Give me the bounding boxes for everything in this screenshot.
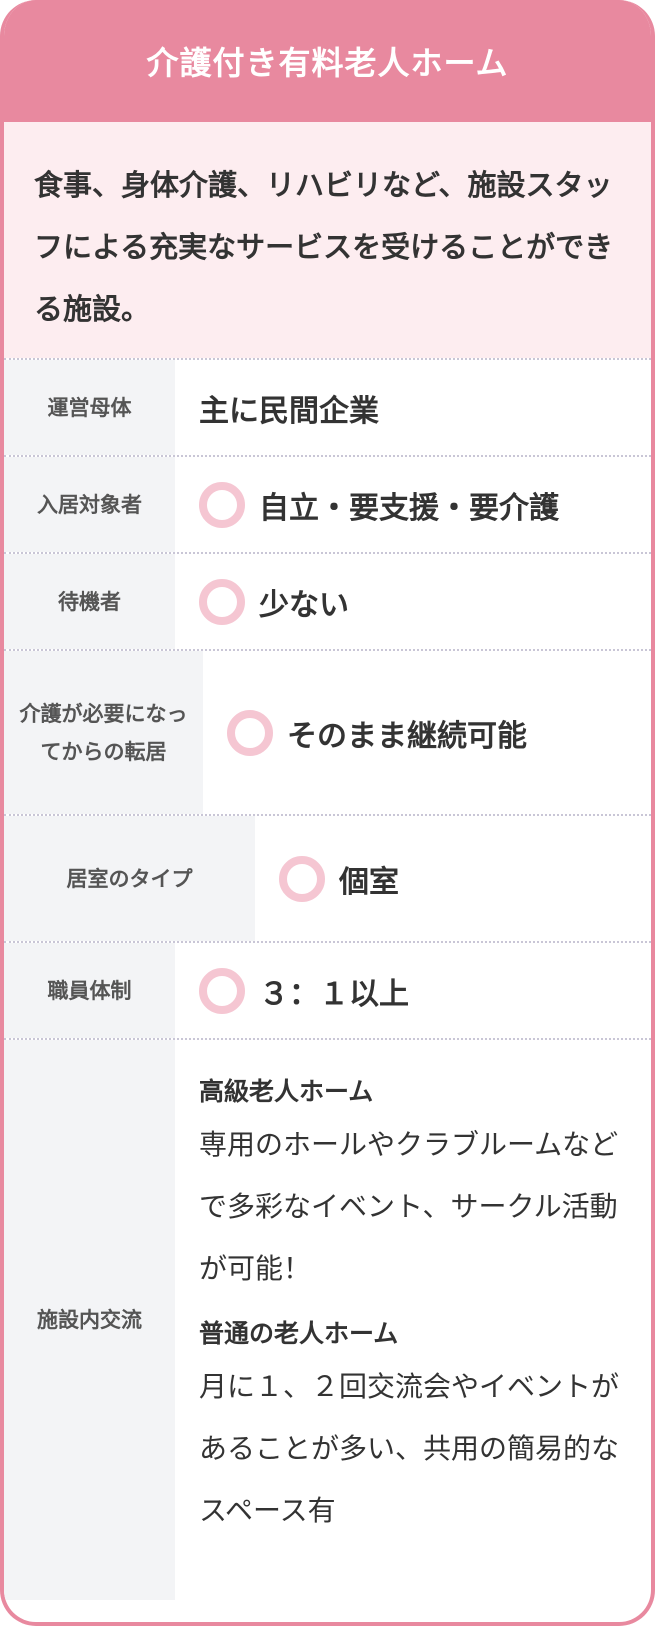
row-label: 介護が必要になってからの転居 — [4, 651, 203, 814]
value-text: そのまま継続可能 — [287, 718, 527, 754]
row-label: 運営母体 — [4, 360, 175, 455]
card-header: 介護付き有料老人ホーム — [4, 0, 651, 122]
row-relocation: 介護が必要になってからの転居 そのまま継続可能 — [4, 649, 651, 814]
row-value: そのまま継続可能 — [203, 651, 651, 814]
row-label: 職員体制 — [4, 943, 175, 1038]
value-text: 個室 — [339, 864, 399, 900]
row-value: 少ない — [175, 554, 651, 649]
row-room-type: 居室のタイプ 個室 — [4, 814, 651, 941]
row-value: 個室 — [255, 816, 651, 941]
facility-description: 食事、身体介護、リハビリなど、施設スタッフによる充実なサービスを受けることができ… — [4, 122, 651, 358]
row-community: 施設内交流 高級老人ホーム 専用のホールやクラブルームなどで多彩なイベント、サー… — [4, 1038, 651, 1600]
section-text: 月に１、２回交流会やイベントがあることが多い、共用の簡易的なスペース有 — [199, 1370, 620, 1527]
circle-ring-icon — [199, 967, 245, 1014]
row-value: 主に民間企業 — [175, 360, 651, 455]
row-value: 自立・要支援・要介護 — [175, 457, 651, 552]
section-text: 専用のホールやクラブルームなどで多彩なイベント、サークル活動が可能！ — [199, 1128, 619, 1285]
row-operator: 運営母体 主に民間企業 — [4, 358, 651, 455]
row-label: 施設内交流 — [4, 1040, 175, 1600]
value-text: 少ない — [259, 587, 349, 623]
value-text: 主に民間企業 — [199, 393, 379, 429]
circle-ring-icon — [279, 855, 325, 902]
row-label: 入居対象者 — [4, 457, 175, 552]
card-title: 介護付き有料老人ホーム — [146, 44, 509, 82]
section-heading: 普通の老人ホーム — [199, 1319, 399, 1348]
row-staffing: 職員体制 ３：１以上 — [4, 941, 651, 1038]
row-label: 居室のタイプ — [4, 816, 255, 941]
label-text: 居室のタイプ — [66, 866, 193, 891]
row-label: 待機者 — [4, 554, 175, 649]
section-heading: 高級老人ホーム — [199, 1077, 374, 1106]
row-waitlist: 待機者 少ない — [4, 552, 651, 649]
circle-ring-icon — [227, 709, 273, 756]
circle-ring-icon — [199, 578, 245, 625]
row-eligibility: 入居対象者 自立・要支援・要介護 — [4, 455, 651, 552]
value-text: ３：１以上 — [259, 976, 409, 1012]
label-text: 介護が必要になってからの転居 — [19, 701, 188, 764]
circle-ring-icon — [199, 481, 245, 528]
row-value: ３：１以上 — [175, 943, 651, 1038]
row-value: 高級老人ホーム 専用のホールやクラブルームなどで多彩なイベント、サークル活動が可… — [175, 1040, 651, 1600]
value-text: 自立・要支援・要介護 — [259, 490, 559, 526]
